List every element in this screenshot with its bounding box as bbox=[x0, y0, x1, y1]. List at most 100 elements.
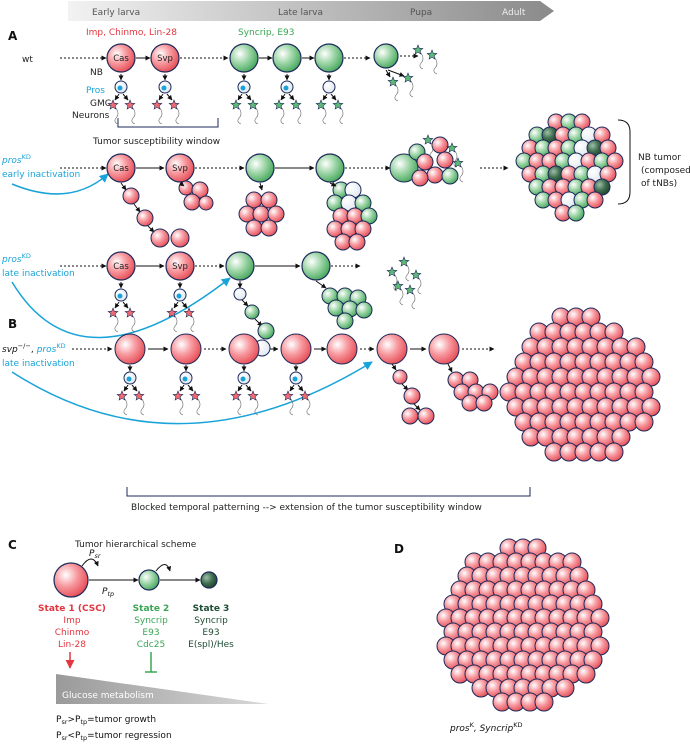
neuron-icon bbox=[247, 390, 259, 401]
lineage-arrow bbox=[289, 384, 295, 392]
neuron-axon bbox=[411, 292, 416, 310]
neuron-axon bbox=[405, 264, 410, 282]
window-bracket bbox=[117, 118, 219, 128]
timeline-late-larva: Late larva bbox=[278, 8, 323, 18]
lineage-arrow bbox=[114, 301, 120, 309]
nb-red bbox=[228, 333, 260, 365]
pros-nucleus bbox=[292, 376, 298, 382]
nb-red bbox=[114, 333, 146, 365]
cell bbox=[431, 136, 449, 154]
neuron-axon bbox=[237, 107, 242, 125]
nb-svp bbox=[150, 43, 180, 73]
lineage-arrow bbox=[297, 384, 304, 392]
tumor-cell bbox=[534, 692, 554, 712]
neuron-axon bbox=[280, 107, 285, 125]
pros-nucleus bbox=[182, 376, 188, 382]
neuron-axon bbox=[306, 398, 311, 416]
neuron-icon bbox=[422, 134, 434, 145]
neuron-icon bbox=[107, 99, 119, 110]
lineage-arrow bbox=[179, 384, 185, 392]
early-label-2: early inactivation bbox=[2, 170, 80, 180]
neuron-axon bbox=[158, 107, 163, 125]
regression-equation: Psr<Ptp=tumor regression bbox=[56, 731, 172, 742]
cell bbox=[401, 407, 419, 425]
neuron-icon bbox=[426, 49, 438, 60]
neuron-icon bbox=[166, 307, 178, 318]
nb-green-early-2 bbox=[315, 153, 345, 183]
nb-green-late-1 bbox=[225, 251, 255, 281]
nb-cas-early bbox=[106, 153, 136, 183]
pros-nucleus bbox=[240, 85, 246, 91]
late-factors-label: Syncrip, E93 bbox=[238, 28, 294, 38]
tumor-bracket bbox=[617, 119, 631, 205]
neuron-axon bbox=[254, 398, 259, 416]
lineage-arrow bbox=[330, 93, 337, 101]
cell bbox=[441, 167, 459, 185]
cell bbox=[411, 169, 429, 187]
neuron-axon bbox=[131, 107, 136, 125]
row-early: prosKD early inactivation Cas Svp NB tum… bbox=[1, 119, 690, 205]
nb-red bbox=[376, 333, 408, 365]
neuron-axon bbox=[254, 107, 259, 125]
lineage-arrow bbox=[288, 93, 295, 101]
neuron-axon bbox=[237, 398, 242, 416]
neuron-icon bbox=[133, 390, 145, 401]
lineage-arrow bbox=[158, 93, 164, 101]
neuron-axon bbox=[131, 315, 136, 333]
timeline-adult: Adult bbox=[502, 8, 526, 18]
row-late: prosKD late inactivation Cas Svp bbox=[1, 251, 361, 339]
tumor-cell bbox=[567, 204, 585, 222]
lineage-arrow bbox=[147, 225, 155, 233]
lineage-arrow bbox=[447, 363, 453, 373]
lineage-arrow bbox=[391, 363, 397, 371]
neuron-icon bbox=[315, 99, 327, 110]
ptp-label: Ptp bbox=[102, 587, 114, 598]
lineage-arrow bbox=[280, 93, 286, 101]
cell bbox=[191, 181, 209, 199]
neuron-axon bbox=[322, 107, 327, 125]
nb-label: NB bbox=[90, 68, 103, 78]
b-bracket-label: Blocked temporal patterning --> extensio… bbox=[131, 503, 482, 513]
neuron-icon bbox=[412, 44, 424, 55]
gmc-label: GMC bbox=[90, 99, 111, 109]
neuron-icon bbox=[168, 99, 180, 110]
cell bbox=[245, 219, 263, 237]
state2-item-2: E93 bbox=[142, 628, 159, 638]
row-b: svp−/−,prosKD late inactivation Blocked … bbox=[2, 342, 531, 513]
nb-green-early-1 bbox=[245, 153, 275, 183]
neuron-icon bbox=[387, 76, 399, 87]
b-label-2: late inactivation bbox=[2, 359, 75, 369]
state1-item-3: Lin-28 bbox=[58, 640, 86, 650]
neuron-axon bbox=[175, 107, 180, 125]
panel-label-c: C bbox=[8, 538, 17, 552]
psr-label: Psr bbox=[89, 549, 102, 560]
pros-nucleus bbox=[240, 376, 246, 382]
neuron-icon bbox=[183, 307, 195, 318]
neuron-axon bbox=[429, 142, 434, 160]
row-wt: wt Imp, Chinmo, Lin-28 Syncrip, E93 Cas … bbox=[22, 28, 419, 147]
early-factors-label: Imp, Chinmo, Lin-28 bbox=[86, 28, 177, 38]
tumor-cell bbox=[606, 152, 624, 170]
panel-label-a: A bbox=[8, 29, 18, 43]
timeline-arrow: Early larva Late larva Pupa Adult bbox=[68, 1, 554, 21]
state2-title: State 2 bbox=[133, 604, 170, 614]
timeline-pupa: Pupa bbox=[410, 8, 432, 18]
neuron-icon bbox=[273, 99, 285, 110]
cell-layer bbox=[107, 44, 661, 712]
neuron-axon bbox=[289, 398, 294, 416]
state3-cell bbox=[200, 571, 218, 589]
neuron-icon bbox=[392, 280, 404, 291]
tumor-cell bbox=[555, 678, 575, 698]
cell bbox=[198, 195, 214, 211]
panel-label-d: D bbox=[394, 542, 404, 556]
lineage-arrow bbox=[329, 181, 337, 187]
cell bbox=[257, 322, 275, 340]
glucose-label: Glucose metabolism bbox=[62, 691, 154, 701]
lineage-arrow bbox=[187, 384, 194, 392]
state2-item-3: Cdc25 bbox=[137, 640, 165, 650]
neuron-icon bbox=[116, 390, 128, 401]
cell bbox=[416, 153, 434, 171]
neuron-icon bbox=[247, 99, 259, 110]
neuron-icon bbox=[107, 307, 119, 318]
tumor-cell bbox=[634, 412, 654, 432]
